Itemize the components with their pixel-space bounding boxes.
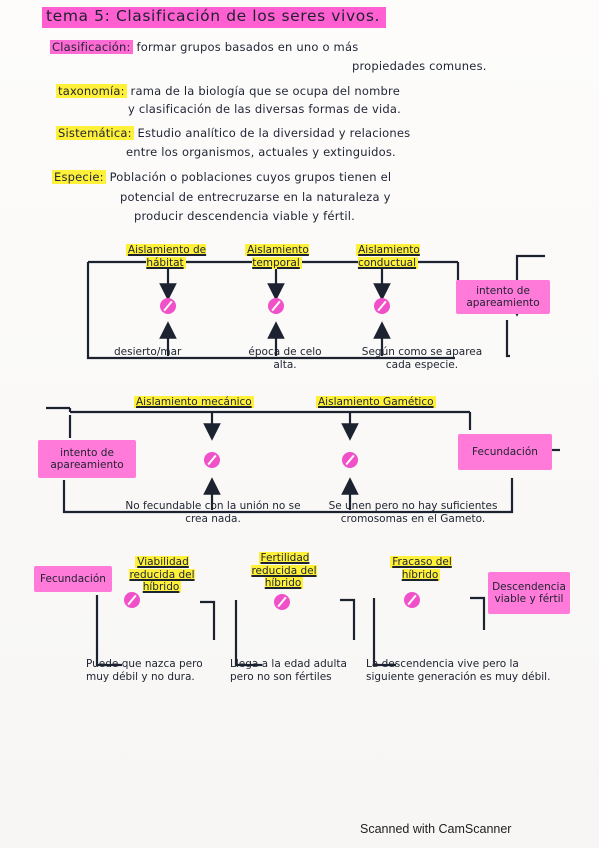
definition-text-cont: propiedades comunes. xyxy=(352,59,487,73)
block-icon xyxy=(342,452,358,468)
block-icon xyxy=(124,592,140,608)
example-conductual: Según como se aparea cada especie. xyxy=(361,346,483,371)
block-icon xyxy=(374,298,390,314)
definition-text: Población o poblaciones cuyos grupos tie… xyxy=(109,170,392,184)
box-descendencia: Descendencia viable y fértil xyxy=(488,572,570,614)
example-habitat: desierto/mar xyxy=(114,346,182,358)
definition-text-cont: entre los organismos, actuales y extingu… xyxy=(126,145,396,159)
barrier-viabilidad: Viabilidad reducida del híbrido xyxy=(129,556,195,594)
example-viabilidad: Puede que nazca pero muy débil y no dura… xyxy=(86,658,203,683)
barrier-temporal: Aislamiento temporal xyxy=(245,244,309,269)
barrier-habitat: Aislamiento de hábitat xyxy=(125,244,207,269)
example-gametico: Se unen pero no hay suficientes cromosom… xyxy=(328,500,498,525)
definition-term: taxonomía: xyxy=(56,84,127,98)
definition-sistematica: Sistemática: Estudio analítico de la div… xyxy=(56,126,411,140)
definition-text-cont: y clasificación de las diversas formas d… xyxy=(128,102,401,116)
block-icon xyxy=(274,594,290,610)
box-intento-apareamiento: intento de apareamiento xyxy=(456,280,550,314)
barrier-fertilidad: Fertilidad reducida del híbrido xyxy=(251,552,317,590)
example-temporal: época de celo alta. xyxy=(248,346,322,371)
definition-text: formar grupos basados en uno o más xyxy=(136,40,359,54)
definition-text: Estudio analítico de la diversidad y rel… xyxy=(137,126,411,140)
barrier-conductual: Aislamiento conductual xyxy=(356,244,420,269)
box-fecundacion: Fecundación xyxy=(34,566,112,592)
block-icon xyxy=(268,298,284,314)
block-icon xyxy=(160,298,176,314)
block-icon xyxy=(204,452,220,468)
block-icon xyxy=(404,592,420,608)
example-fracaso: La descendencia vive pero la siguiente g… xyxy=(366,658,551,683)
definition-especie: Especie: Población o poblaciones cuyos g… xyxy=(52,170,392,184)
example-mecanico: No fecundable con la unión no se crea na… xyxy=(125,500,301,525)
scanner-watermark: Scanned with CamScanner xyxy=(360,822,512,836)
definition-term: Clasificación: xyxy=(50,40,133,54)
definition-text: rama de la biología que se ocupa del nom… xyxy=(130,84,401,98)
definition-clasificacion: Clasificación: formar grupos basados en … xyxy=(50,40,359,54)
barrier-mecanico: Aislamiento mecánico xyxy=(134,396,254,408)
definition-text-cont: potencial de entrecruzarse en la natural… xyxy=(120,190,391,204)
page-title: tema 5: Clasificación de los seres vivos… xyxy=(42,7,387,28)
barrier-gametico: Aislamiento Gamético xyxy=(316,396,436,408)
definition-taxonomia: taxonomía: rama de la biología que se oc… xyxy=(56,84,401,98)
definition-term: Sistemática: xyxy=(56,126,134,140)
definition-term: Especie: xyxy=(52,170,106,184)
box-intento-apareamiento: intento de apareamiento xyxy=(38,440,136,478)
definition-text-cont: producir descendencia viable y fértil. xyxy=(134,209,355,223)
box-fecundacion: Fecundación xyxy=(458,434,552,470)
barrier-fracaso: Fracaso del híbrido xyxy=(390,556,452,581)
example-fertilidad: Llega a la edad adulta pero no son férti… xyxy=(230,658,347,683)
